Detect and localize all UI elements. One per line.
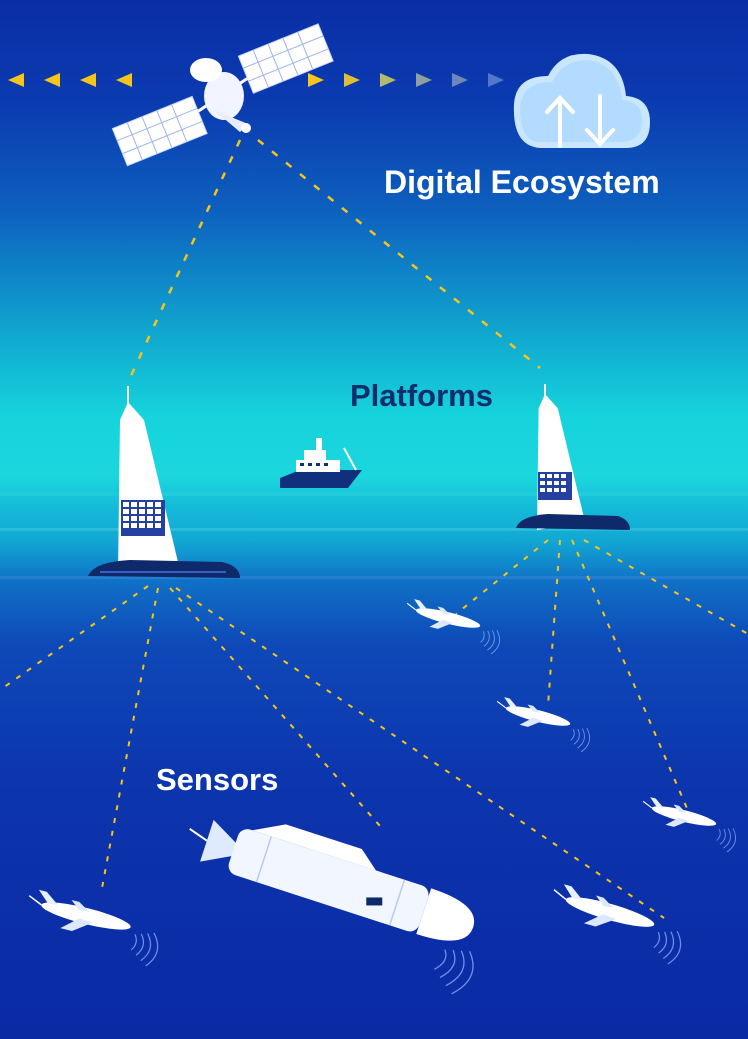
saildrone-icon xyxy=(516,384,630,530)
underwater-glider-icon xyxy=(489,695,596,754)
satellite-link-left xyxy=(8,73,132,87)
auv-icon xyxy=(189,819,475,995)
satellite-downlinks xyxy=(128,139,541,379)
satellite-link-right xyxy=(308,73,504,87)
saildrone-icon xyxy=(88,386,240,578)
underwater-glider-icon xyxy=(18,887,166,969)
ship-icon xyxy=(280,438,362,488)
digital-ecosystem-label: Digital Ecosystem xyxy=(384,164,660,200)
underwater-glider-icon xyxy=(542,881,690,967)
platforms-label: Platforms xyxy=(350,378,493,413)
cloud-sync-icon xyxy=(513,53,650,148)
sensors-label: Sensors xyxy=(156,762,279,797)
underwater-glider-icon xyxy=(399,597,506,656)
platform-sensor-links xyxy=(0,539,748,919)
satellite-icon xyxy=(111,23,334,167)
underwater-glider-icon xyxy=(635,795,742,854)
